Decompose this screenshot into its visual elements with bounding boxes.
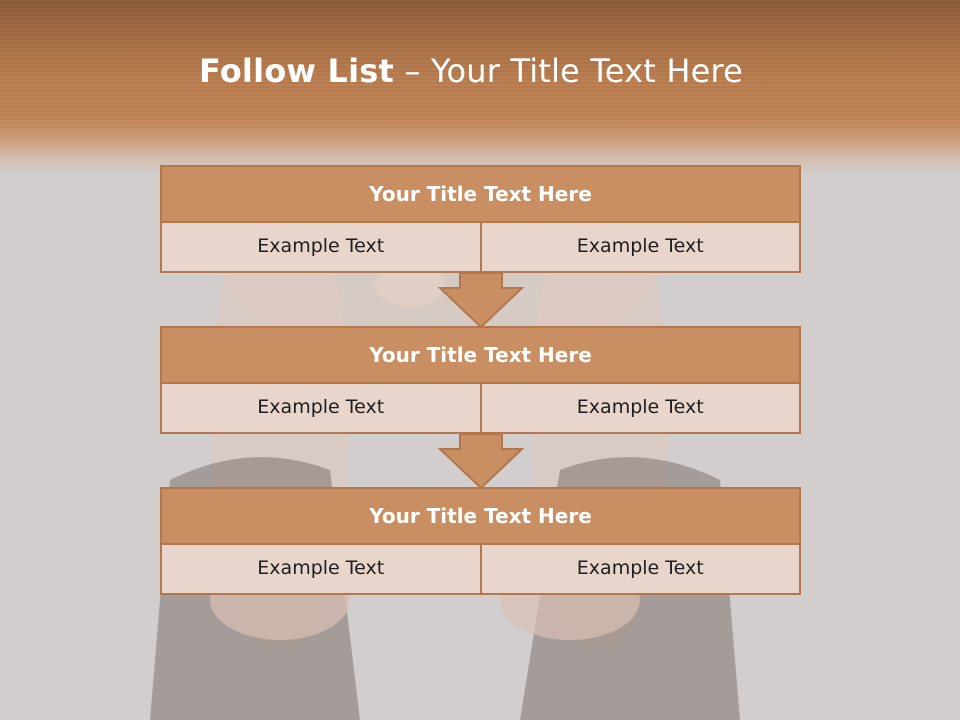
- block-row: Example Text Example Text: [160, 223, 801, 273]
- down-arrow-icon: [438, 272, 524, 328]
- header-band: [0, 0, 960, 175]
- block-title: Your Title Text Here: [160, 326, 801, 384]
- block-cell-left: Example Text: [160, 223, 482, 273]
- slide-title: Follow List – Your Title Text Here: [0, 52, 942, 90]
- block-row: Example Text Example Text: [160, 384, 801, 434]
- title-rest: Your Title Text Here: [431, 52, 744, 90]
- block-cell-right: Example Text: [481, 545, 801, 595]
- title-bold: Follow List: [198, 52, 395, 90]
- list-block-2: Your Title Text Here Example Text Exampl…: [160, 326, 801, 434]
- list-block-1: Your Title Text Here Example Text Exampl…: [160, 165, 801, 273]
- down-arrow-icon: [438, 433, 524, 489]
- block-cell-left: Example Text: [160, 545, 482, 595]
- block-cell-right: Example Text: [481, 223, 801, 273]
- title-dash: –: [394, 52, 431, 90]
- block-cell-right: Example Text: [481, 384, 801, 434]
- block-title: Your Title Text Here: [160, 165, 801, 223]
- block-cell-left: Example Text: [160, 384, 482, 434]
- block-row: Example Text Example Text: [160, 545, 801, 595]
- block-title: Your Title Text Here: [160, 487, 801, 545]
- list-block-3: Your Title Text Here Example Text Exampl…: [160, 487, 801, 595]
